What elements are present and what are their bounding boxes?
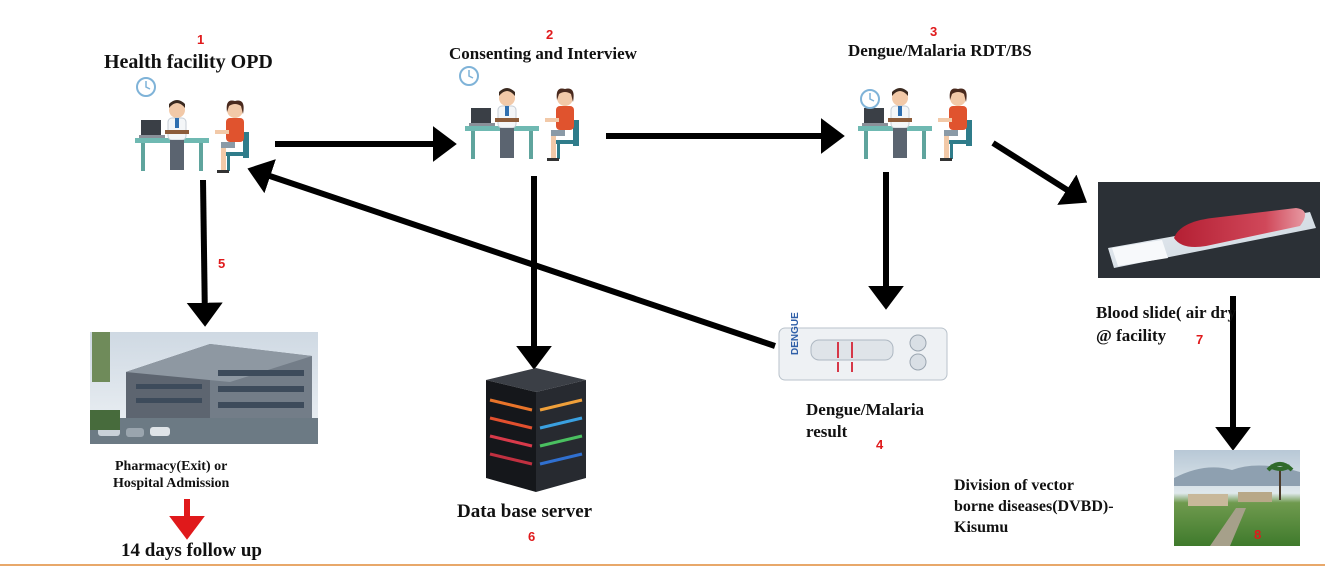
clinic-scene-interview — [464, 87, 580, 162]
pharmacy-line-2: Hospital Admission — [113, 476, 230, 491]
step-label-pharmacy: Pharmacy(Exit) or Hospital Admission — [113, 458, 229, 492]
clock-icon — [136, 77, 156, 97]
step-number: 6 — [528, 529, 536, 544]
step-number: 3 — [930, 24, 938, 39]
dvbd-campus-photo — [1174, 450, 1300, 546]
clock-icon — [860, 89, 880, 109]
step-label-rdt-bs: Dengue/Malaria RDT/BS — [848, 41, 1032, 60]
step-label-consenting-interview: Consenting and Interview — [449, 44, 637, 63]
step-number: 8 — [1254, 527, 1262, 542]
step-number: 4 — [876, 437, 884, 452]
step-label-blood-slide: Blood slide( air dry @ facility — [1096, 301, 1236, 347]
result-line-2: result — [806, 422, 848, 441]
rdt-brand-label: DENGUE — [790, 312, 801, 355]
dvbd-line-3: Kisumu — [954, 519, 1009, 536]
step-number: 1 — [197, 32, 205, 47]
clinic-scene-rdt — [857, 87, 973, 162]
dvbd-line-1: Division of vector — [954, 477, 1074, 494]
step-label-database-server: Data base server — [457, 501, 593, 522]
result-line-1: Dengue/Malaria — [806, 400, 925, 419]
arrow-opd-to-pharmacy — [186, 179, 223, 327]
slide-line-1: Blood slide( air dry — [1096, 303, 1236, 322]
arrow-result-to-opd — [247, 159, 776, 349]
arrow-rdt-to-slide — [991, 140, 1088, 205]
followup-label: 14 days follow up — [121, 540, 262, 561]
step-number: 7 — [1196, 332, 1204, 347]
bottom-divider — [0, 564, 1325, 566]
step-number: 2 — [546, 27, 554, 42]
step-label-rdt-result: Dengue/Malaria result — [806, 399, 924, 443]
database-server-icon — [486, 368, 586, 492]
blood-slide-photo — [1098, 182, 1320, 278]
rdt-cassette: DENGUE — [778, 312, 948, 381]
step-number: 5 — [218, 256, 226, 271]
pharmacy-line-1: Pharmacy(Exit) or — [114, 459, 228, 474]
hospital-building-photo — [90, 332, 318, 444]
clock-icon — [459, 66, 479, 86]
dvbd-line-2: borne diseases(DVBD)- — [954, 498, 1114, 515]
slide-line-2: @ facility — [1096, 326, 1167, 345]
step-label-dvbd: Division of vector borne diseases(DVBD)-… — [954, 475, 1114, 538]
clinic-scene-opd — [134, 99, 250, 174]
step-label-health-facility-opd: Health facility OPD — [104, 51, 273, 73]
